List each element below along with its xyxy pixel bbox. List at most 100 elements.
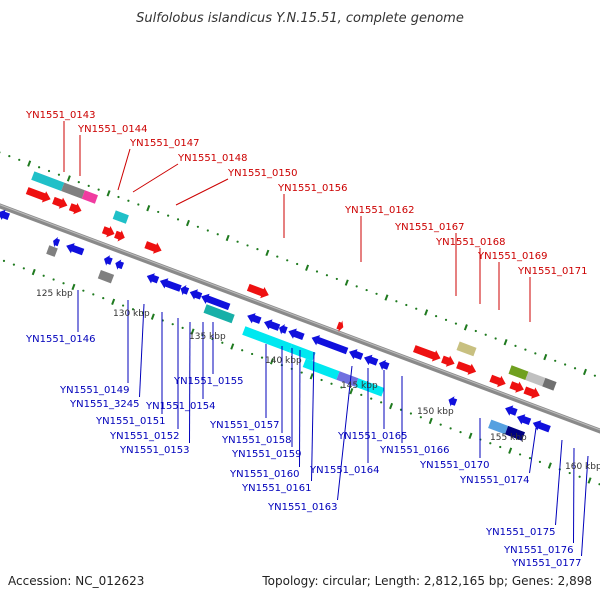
leader-lines [63, 121, 589, 557]
reverse-gene-label: YN1551_0175 [485, 527, 556, 538]
kbp-label: 130 kbp [113, 309, 150, 319]
genome-summary-text: Topology: circular; Length: 2,812,165 bp… [261, 574, 592, 588]
tick-dot [82, 289, 85, 292]
tick-mark [582, 368, 587, 376]
feature-bar [302, 358, 340, 380]
kbp-label: 145 kbp [341, 381, 378, 391]
tick-dot [439, 423, 442, 426]
reverse-gene-label: YN1551_0153 [119, 445, 190, 456]
gene-arrows [0, 187, 551, 433]
tick-dot [419, 416, 422, 419]
forward-gene-arrow [144, 241, 162, 254]
tick-mark [344, 279, 349, 286]
tick-mark [150, 313, 155, 320]
reverse-leader-line [529, 427, 537, 474]
forward-gene-arrow [336, 320, 344, 332]
tick-mark [146, 205, 151, 212]
reverse-leader-line [337, 365, 353, 501]
tick-dot [538, 460, 542, 463]
tick-dot [409, 412, 413, 415]
tick-dot [87, 184, 90, 187]
reverse-gene-arrow [66, 243, 85, 256]
tick-dot [380, 401, 383, 404]
reverse-gene-arrow [189, 289, 203, 300]
tick-dot [77, 181, 80, 184]
tick-dot [171, 323, 174, 326]
tick-dot [97, 188, 100, 191]
tick-dot [578, 475, 581, 478]
tick-mark [543, 353, 548, 361]
kbp-label: 125 kbp [36, 289, 73, 299]
reverse-gene-label: YN1551_0165 [337, 431, 408, 442]
forward-gene-label: YN1551_0168 [435, 237, 506, 248]
tick-dot [117, 195, 120, 199]
tick-dot [454, 322, 458, 325]
tick-dot [494, 337, 497, 340]
kbp-label: 150 kbp [417, 407, 454, 417]
forward-gene-arrow [441, 355, 455, 367]
tick-mark [463, 324, 468, 331]
reverse-leader-line [581, 455, 589, 557]
tick-dot [444, 318, 448, 321]
genome-backbone [0, 203, 600, 434]
forward-gene-label: YN1551_0147 [129, 138, 200, 149]
tick-mark [503, 339, 508, 346]
forward-gene-arrow [114, 230, 125, 242]
tick-dot [131, 308, 135, 311]
reverse-gene-label: YN1551_0170 [419, 460, 490, 471]
accession-text: Accession: NC_012623 [8, 574, 144, 588]
tick-dot [360, 393, 363, 396]
forward-leader-line [117, 148, 131, 191]
tick-mark [230, 343, 235, 350]
tick-dot [216, 233, 219, 236]
tick-dot [62, 282, 65, 285]
backbone-highlight [0, 204, 600, 431]
tick-dot [47, 169, 51, 173]
tick-dot [524, 348, 527, 351]
reverse-gene-arrow [0, 209, 10, 220]
feature-bar [336, 371, 359, 387]
tick-mark [547, 462, 552, 469]
reverse-leader-line [139, 303, 145, 398]
reverse-gene-label: YN1551_0177 [511, 558, 582, 569]
feature-bar [46, 245, 58, 257]
tick-dot [330, 382, 333, 385]
reverse-leader-line [555, 439, 563, 526]
forward-gene-label: YN1551_0143 [25, 110, 96, 121]
forward-gene-arrow [413, 345, 441, 362]
tick-dot [370, 397, 373, 400]
reverse-gene-label: YN1551_0158 [221, 435, 292, 446]
tick-mark [27, 160, 32, 167]
forward-gene-arrow [68, 203, 82, 215]
forward-gene-label: YN1551_0169 [477, 251, 548, 262]
forward-gene-arrow [101, 226, 115, 238]
tick-mark [309, 373, 314, 380]
feature-bar [31, 171, 65, 191]
forward-gene-arrow [456, 361, 477, 375]
tick-mark [106, 190, 111, 197]
tick-dot [300, 371, 303, 374]
tick-mark [111, 298, 116, 305]
tick-dot [474, 329, 477, 333]
feature-bar [61, 182, 85, 199]
tick-mark [384, 294, 389, 301]
reverse-gene-arrow [115, 259, 124, 270]
tick-dot [37, 166, 41, 169]
feature-tracks [31, 171, 557, 441]
tick-mark [66, 175, 71, 182]
forward-gene-arrow [489, 374, 506, 388]
tick-dot [157, 210, 160, 214]
backbone-line [0, 203, 600, 434]
tick-dot [137, 203, 140, 206]
tick-dot [365, 288, 368, 292]
feature-bar [505, 425, 525, 441]
tick-mark [225, 234, 230, 242]
feature-bar [112, 210, 129, 224]
feature-bar [289, 343, 316, 362]
tick-dot [459, 431, 462, 434]
tick-dot [564, 363, 567, 366]
tick-dot [121, 304, 125, 307]
tick-mark [185, 219, 190, 227]
tick-dot [514, 344, 517, 348]
forward-gene-label: YN1551_0162 [344, 205, 415, 216]
